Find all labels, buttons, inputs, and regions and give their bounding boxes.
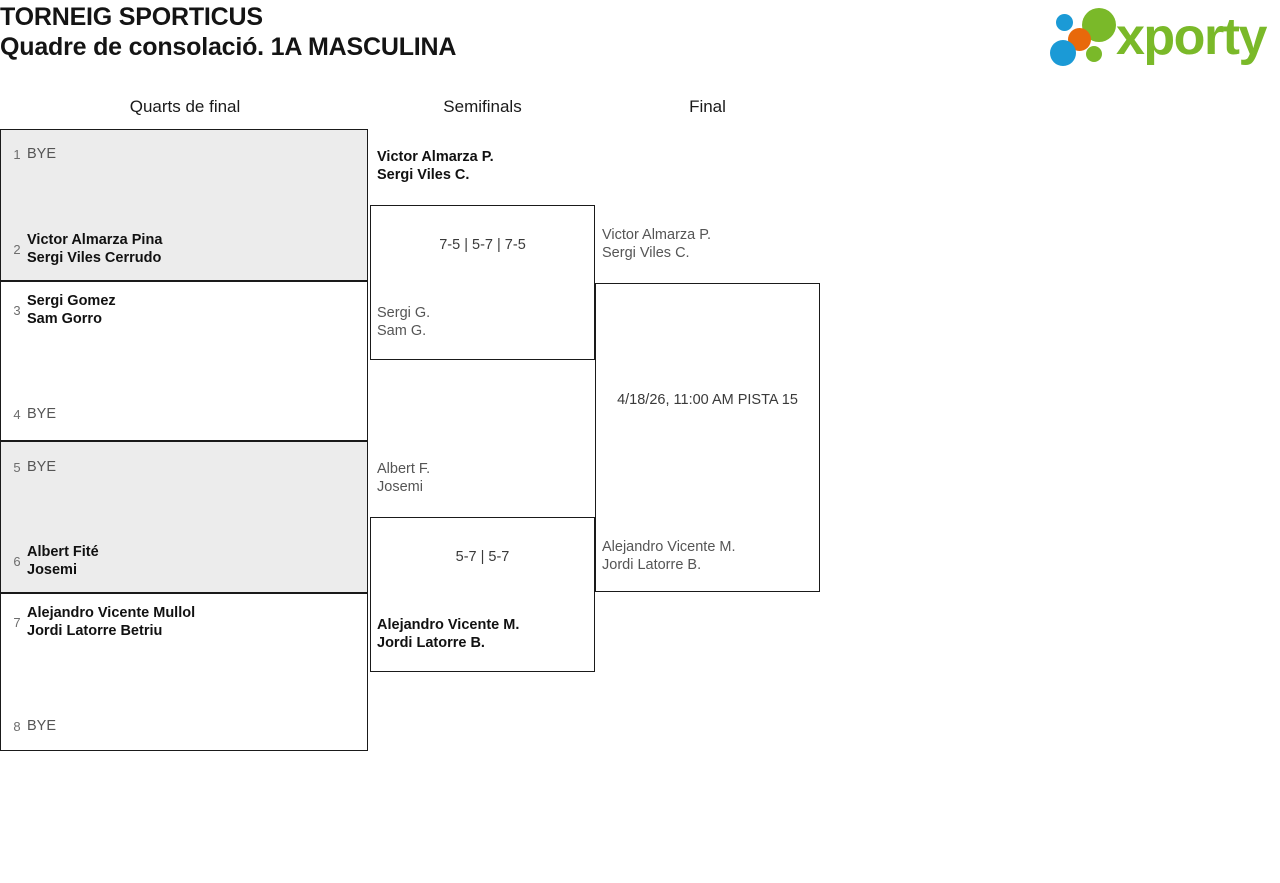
team-name: BYE (27, 406, 57, 422)
semifinal-1-winner: Victor Almarza P. Sergi Viles C. (377, 148, 494, 184)
semifinal-2-loser: Albert F. Josemi (377, 460, 430, 496)
team-pair: Victor Almarza Pina Sergi Viles Cerrudo (27, 231, 162, 267)
column-header-semifinals: Semifinals (443, 97, 522, 116)
team-name: Josemi (27, 562, 77, 578)
match-semifinal-1[interactable]: 7-5 | 5-7 | 7-5 (370, 205, 595, 360)
seed-number: 6 (13, 553, 21, 569)
semifinal-2-winner: Alejandro Vicente M. Jordi Latorre B. (377, 616, 519, 652)
team-name: Jordi Latorre B. (377, 635, 485, 651)
match-r1-4[interactable]: 7 Alejandro Vicente Mullol Jordi Latorre… (0, 593, 368, 751)
team-name: Sergi Viles Cerrudo (27, 250, 162, 266)
team-pair: Albert Fité Josemi (27, 543, 99, 579)
team-name: Victor Almarza P. (602, 227, 712, 243)
team-name: Sergi G. (377, 305, 431, 321)
team-name: Albert Fité (27, 544, 99, 560)
match-final[interactable]: 4/18/26, 11:00 AM PISTA 15 (595, 283, 820, 592)
seed-number: 1 (13, 146, 21, 162)
slot-seed-5[interactable]: 5 BYE (1, 447, 369, 487)
team-name: Sergi Viles C. (602, 245, 690, 261)
team-name: Sam G. (377, 323, 427, 339)
team-name: Albert F. (377, 461, 431, 477)
seed-number: 8 (13, 718, 21, 734)
semifinal-2-score: 5-7 | 5-7 (455, 549, 510, 565)
page-header: TORNEIG SPORTICUS Quadre de consolació. … (0, 0, 1280, 75)
team-name: Sergi Gomez (27, 293, 116, 309)
team-name: Victor Almarza P. (377, 149, 494, 165)
team-name: BYE (27, 146, 57, 162)
final-schedule: 4/18/26, 11:00 AM PISTA 15 (617, 392, 798, 408)
final-top-entrant: Victor Almarza P. Sergi Viles C. (602, 226, 711, 262)
semifinal-1-loser: Sergi G. Sam G. (377, 304, 430, 340)
team-name: Sam Gorro (27, 311, 102, 327)
team-name: Sergi Viles C. (377, 167, 470, 183)
logo-dot-green-small (1086, 46, 1102, 62)
match-r1-2[interactable]: 3 Sergi Gomez Sam Gorro 4 BYE (0, 281, 368, 441)
team-pair: Alejandro Vicente Mullol Jordi Latorre B… (27, 604, 195, 640)
logo-dot-blue-small (1056, 14, 1073, 31)
team-name: Victor Almarza Pina (27, 232, 163, 248)
column-header-quarterfinals: Quarts de final (129, 97, 241, 116)
logo-dots-icon (1050, 8, 1122, 66)
title-block: TORNEIG SPORTICUS Quadre de consolació. … (0, 0, 456, 62)
match-r1-1[interactable]: 1 BYE 2 Victor Almarza Pina Sergi Viles … (0, 129, 368, 281)
team-name: Alejandro Vicente M. (377, 617, 520, 633)
match-r1-3[interactable]: 5 BYE 6 Albert Fité Josemi (0, 441, 368, 593)
semifinal-1-score: 7-5 | 5-7 | 7-5 (439, 237, 526, 253)
team-name: Jordi Latorre B. (602, 557, 702, 573)
slot-seed-3[interactable]: 3 Sergi Gomez Sam Gorro (1, 290, 369, 330)
seed-number: 4 (13, 406, 21, 422)
seed-number: 3 (13, 302, 21, 318)
final-bottom-entrant: Alejandro Vicente M. Jordi Latorre B. (602, 538, 736, 574)
slot-seed-8[interactable]: 8 BYE (1, 706, 369, 746)
logo-wordmark: xporty (1116, 8, 1267, 66)
team-name: Alejandro Vicente Mullol (27, 605, 196, 621)
seed-number: 7 (13, 614, 21, 630)
bracket-subtitle: Quadre de consolació. 1A MASCULINA (0, 33, 457, 61)
slot-seed-6[interactable]: 6 Albert Fité Josemi (1, 541, 369, 581)
slot-seed-2[interactable]: 2 Victor Almarza Pina Sergi Viles Cerrud… (1, 229, 369, 269)
slot-seed-1[interactable]: 1 BYE (1, 134, 369, 174)
match-semifinal-2[interactable]: 5-7 | 5-7 (370, 517, 595, 672)
slot-seed-4[interactable]: 4 BYE (1, 394, 369, 434)
team-name: Alejandro Vicente M. (602, 539, 736, 555)
team-name: Josemi (377, 479, 423, 495)
xporty-logo[interactable]: xporty (1050, 6, 1278, 68)
team-name: BYE (27, 459, 57, 475)
team-pair: Sergi Gomez Sam Gorro (27, 292, 116, 328)
team-name: BYE (27, 718, 57, 734)
team-name: Jordi Latorre Betriu (27, 623, 163, 639)
logo-dot-blue-large (1050, 40, 1076, 66)
seed-number: 5 (13, 459, 21, 475)
tournament-title: TORNEIG SPORTICUS (0, 3, 263, 31)
column-header-final: Final (689, 97, 726, 116)
seed-number: 2 (13, 241, 21, 257)
slot-seed-7[interactable]: 7 Alejandro Vicente Mullol Jordi Latorre… (1, 602, 369, 642)
